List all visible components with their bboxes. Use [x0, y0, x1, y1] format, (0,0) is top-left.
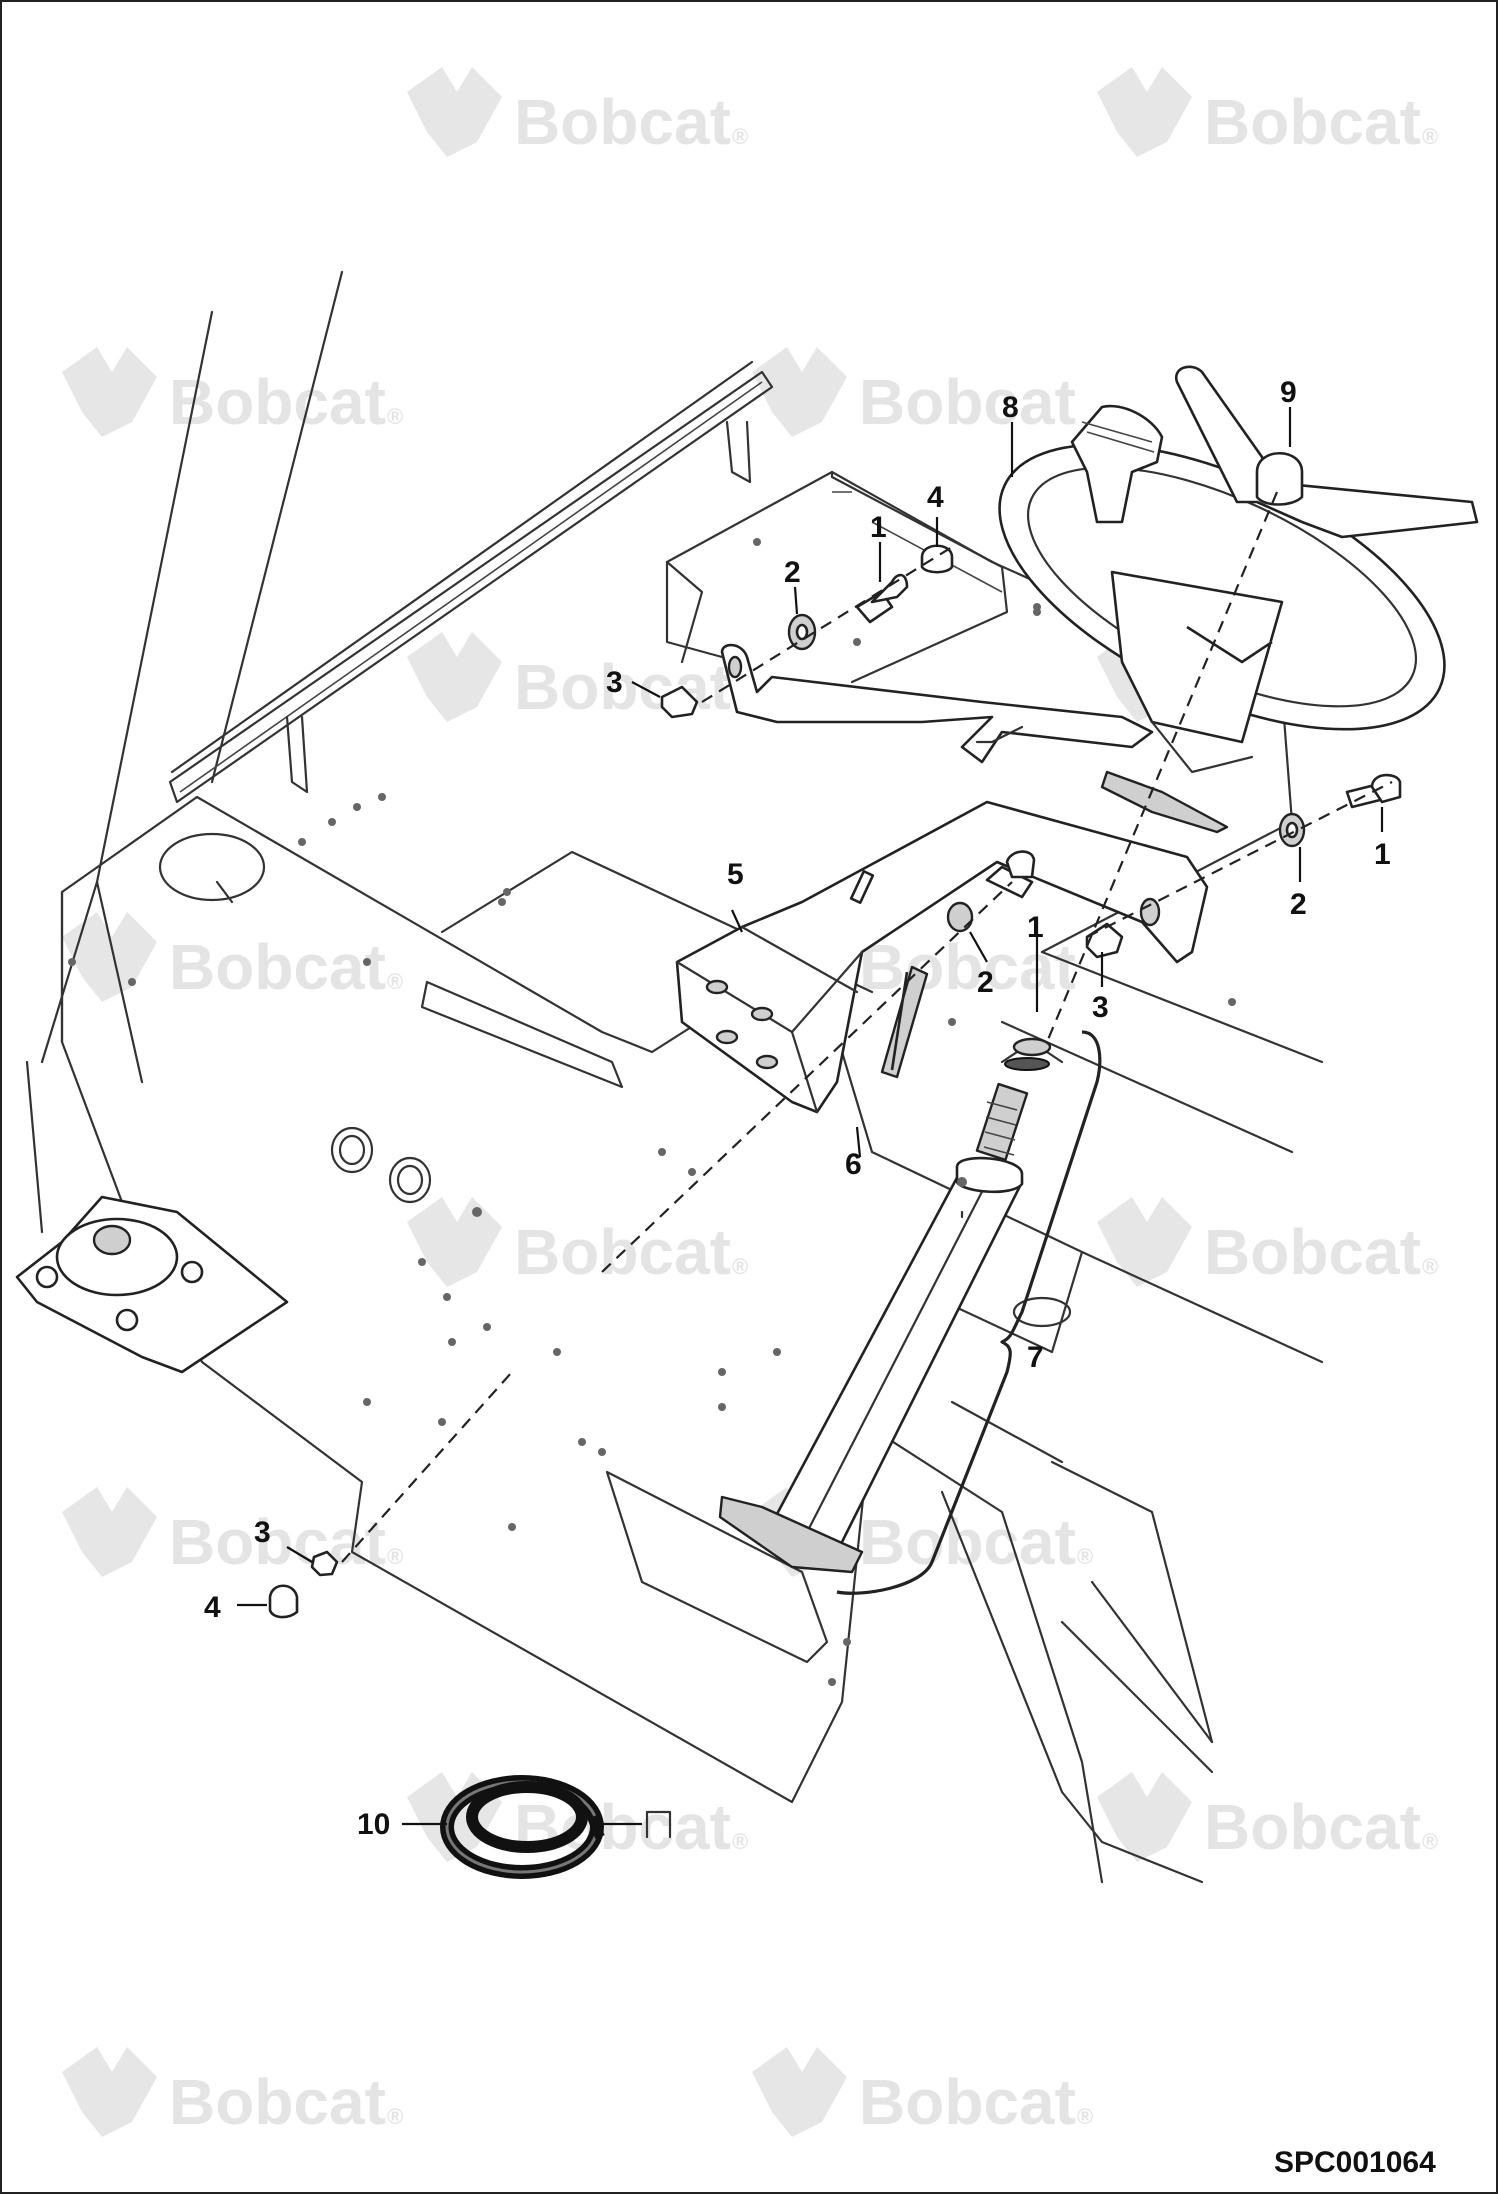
callout-6: 6	[845, 1148, 862, 1181]
callout-5: 5	[727, 858, 744, 891]
watermark-logo: Bobcat	[752, 347, 1076, 438]
callout-8: 8	[1002, 391, 1019, 424]
callout-1-right: 1	[1374, 838, 1391, 871]
collar-ring	[1012, 1037, 1052, 1057]
svg-text:®: ®	[1422, 124, 1438, 149]
watermark-logo: Bobcat ®	[62, 2047, 403, 2138]
svg-text:®: ®	[387, 404, 403, 429]
steering-wheel	[998, 404, 1446, 774]
watermark-layer: Bobcat ® Bobcat ® Bobcat ® Bobcat Bobcat…	[62, 67, 1438, 2138]
watermark-logo: Bobcat ®	[1097, 67, 1438, 158]
watermark-text: Bobcat	[169, 1506, 386, 1578]
watermark-text: Bobcat	[514, 86, 731, 158]
bolt-1-middle	[985, 850, 1036, 899]
callout-7: 7	[1027, 1341, 1044, 1374]
callout-10: 10	[357, 1808, 390, 1841]
svg-text:®: ®	[387, 969, 403, 994]
nut-3-top	[660, 685, 699, 719]
watermark-text: Bobcat	[169, 2066, 386, 2138]
watermark-logo: Bobcat ®	[407, 67, 748, 158]
cap-4-lower	[268, 1584, 299, 1619]
pivot-mount	[15, 1195, 289, 1374]
callouts: 1 1 1 2 2 2 3 3 3 4 4 5 6 7 8 9 10	[204, 376, 1391, 1841]
drawing-code: SPC001064	[1274, 2146, 1436, 2179]
svg-text:®: ®	[1077, 1544, 1093, 1569]
watermark-logo: Bobcat ®	[752, 2047, 1093, 2138]
callout-3-right: 3	[1092, 991, 1109, 1024]
svg-text:®: ®	[732, 124, 748, 149]
watermark-logo: Bobcat ®	[1097, 1772, 1438, 1863]
steering-spinner	[1174, 365, 1479, 539]
watermark-logo: Bobcat ®	[62, 1487, 403, 1578]
svg-text:®: ®	[387, 2104, 403, 2129]
shim-plate	[880, 965, 929, 1079]
watermark-text: Bobcat	[859, 1506, 1076, 1578]
svg-text:®: ®	[1077, 2104, 1093, 2129]
watermark-logo: Bobcat ®	[62, 912, 403, 1003]
callout-1-middle: 1	[1027, 911, 1044, 944]
column-brace-bracket	[836, 1030, 1102, 1595]
watermark-text: Bobcat	[169, 931, 386, 1003]
leader-lines	[237, 407, 1384, 1826]
watermark-logo: Bobcat	[407, 632, 731, 723]
hose-coil	[440, 1775, 672, 1879]
watermark-text: Bobcat	[1204, 1216, 1421, 1288]
callout-9: 9	[1280, 376, 1297, 409]
callout-2-middle: 2	[977, 966, 994, 999]
cab-frame	[25, 270, 774, 1234]
callout-3-top: 3	[606, 666, 623, 699]
watermark-text: Bobcat	[859, 366, 1076, 438]
svg-text:®: ®	[1422, 1254, 1438, 1279]
svg-text:®: ®	[732, 1254, 748, 1279]
svg-text:®: ®	[387, 1544, 403, 1569]
callout-2-right: 2	[1290, 888, 1307, 921]
callout-2-top: 2	[784, 556, 801, 589]
nut-3-lower	[310, 1550, 339, 1577]
callout-4-top: 4	[927, 481, 944, 514]
assembly-lines	[341, 491, 1393, 1563]
watermark-text: Bobcat	[859, 931, 1076, 1003]
watermark-text: Bobcat	[1204, 1791, 1421, 1863]
watermark-text: Bobcat	[1204, 86, 1421, 158]
bolt-1-top	[855, 573, 909, 624]
svg-text:®: ®	[732, 1829, 748, 1854]
watermark-logo: Bobcat ®	[1097, 1197, 1438, 1288]
fasteners	[268, 544, 1402, 1619]
watermark-logo: Bobcat ®	[62, 347, 403, 438]
steering-column	[718, 1082, 1029, 1574]
svg-text:®: ®	[1422, 1829, 1438, 1854]
watermark-text: Bobcat	[514, 651, 731, 723]
nut-3-right	[1085, 922, 1124, 959]
support-bracket	[675, 800, 1209, 1114]
callout-1-top: 1	[870, 511, 887, 544]
panel-holes	[68, 538, 1236, 1686]
upper-steering-bracket	[665, 470, 1229, 834]
watermark-logo: Bobcat ®	[407, 1197, 748, 1288]
collar-seal	[1004, 1057, 1050, 1071]
callout-3-lower: 3	[254, 1516, 271, 1549]
watermark-text: Bobcat	[514, 1791, 731, 1863]
callout-4-lower: 4	[204, 1591, 221, 1624]
washer-2-middle	[946, 901, 974, 933]
watermark-text: Bobcat	[859, 2066, 1076, 2138]
watermark-text: Bobcat	[169, 366, 386, 438]
